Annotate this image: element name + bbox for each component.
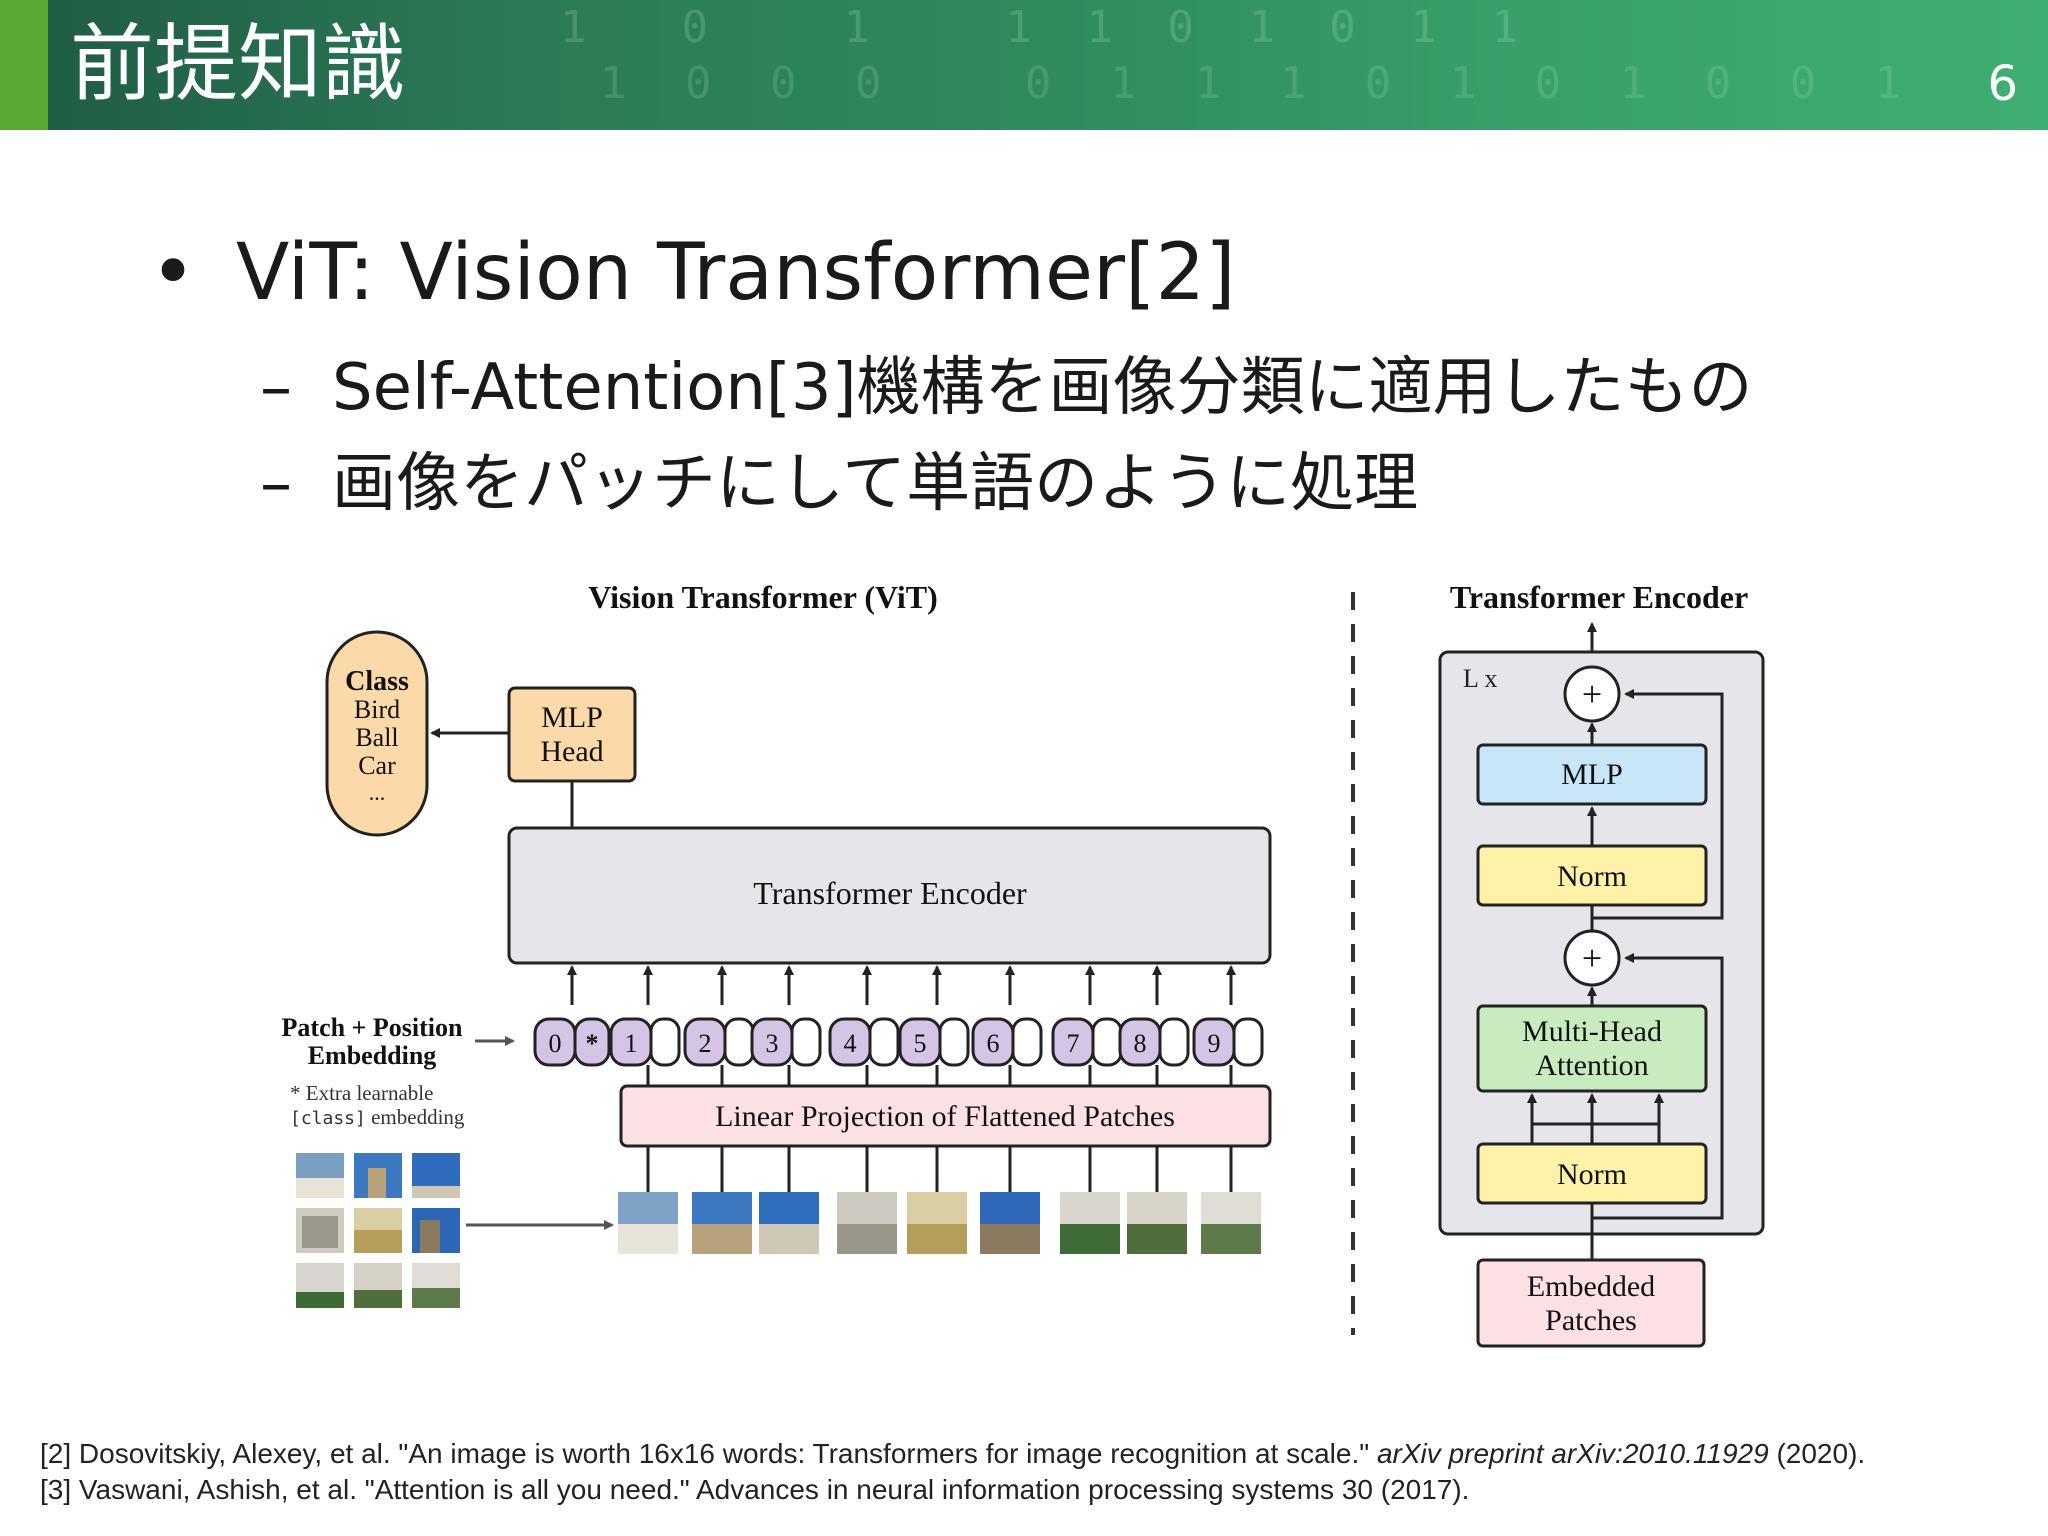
token-label: 2 <box>699 1029 712 1058</box>
slide-title: 前提知識 <box>70 15 407 113</box>
class-item-more: ... <box>369 780 386 805</box>
flattened-patch-detail <box>692 1224 752 1254</box>
transformer-encoder-box <box>507 826 1272 965</box>
flattened-patch-detail <box>1060 1224 1120 1254</box>
flattened-patch-detail <box>1127 1224 1187 1254</box>
grid-patch-building <box>296 1178 344 1198</box>
reference-3: [3] Vaswani, Ashish, et al. "Attention i… <box>40 1474 1470 1505</box>
patch-embedding <box>868 1017 900 1067</box>
transformer-encoder-label: Transformer Encoder <box>753 875 1027 911</box>
bullet-sub-1-text: Self-Attention[3]機構を画像分類に適用したもの <box>332 351 1753 425</box>
patch-embedding <box>1091 1017 1123 1067</box>
patch-position-line1: Patch + Position <box>282 1013 463 1042</box>
mlp-block-label: MLP <box>1561 758 1623 791</box>
flattened-patch-detail <box>907 1224 967 1254</box>
token-group: 0 * 1 2 3 4 5 6 7 8 9 <box>533 1017 1264 1067</box>
bullet-sub-2: –画像をパッチにして単語のように処理 <box>260 432 1418 524</box>
page-number: 6 <box>1987 56 2018 112</box>
bullet-sub-2-text: 画像をパッチにして単語のように処理 <box>332 447 1419 521</box>
class-token-marker: * <box>586 1029 599 1058</box>
patch-embedding <box>1011 1017 1043 1067</box>
mlp-block <box>1476 743 1708 806</box>
header-binary-decoration: 1 0 1 1 1 0 1 0 1 1 <box>560 2 1532 53</box>
patch-embedding <box>1158 1017 1190 1067</box>
norm-block-bottom-label: Norm <box>1557 1158 1627 1191</box>
flattened-patch-detail <box>759 1224 819 1254</box>
flattened-patch-detail <box>980 1224 1040 1254</box>
mha-line2: Attention <box>1535 1049 1648 1082</box>
token-label: 9 <box>1208 1029 1221 1058</box>
class-token-embedding <box>573 1017 611 1067</box>
token-label: 6 <box>987 1029 1000 1058</box>
references: [2] Dosovitskiy, Alexey, et al. "An imag… <box>40 1436 1865 1508</box>
token-arrows <box>567 965 1236 1005</box>
token-label: 0 <box>549 1029 562 1058</box>
flattened-patch-detail <box>837 1224 897 1254</box>
slide-header: 1 0 1 1 1 0 1 0 1 1 1 0 0 0 0 1 1 1 0 1 … <box>0 0 2048 130</box>
patch-embedding <box>723 1017 755 1067</box>
patch-position-line2: Embedding <box>308 1041 437 1070</box>
grid-patch-building <box>412 1288 460 1308</box>
lx-label: L x <box>1463 664 1497 693</box>
mha-line1: Multi-Head <box>1522 1015 1662 1048</box>
residual-connection-bottom <box>1592 953 1724 1220</box>
linear-projection-label: Linear Projection of Flattened Patches <box>715 1100 1175 1133</box>
bullet-main: • ViT: Vision Transformer[2] <box>150 228 1236 318</box>
flattened-patch-detail <box>618 1224 678 1254</box>
norm-block-top-label: Norm <box>1557 860 1627 893</box>
class-item-ball: Ball <box>355 723 398 752</box>
bullet-main-text: ViT: Vision Transformer[2] <box>236 228 1236 318</box>
flattened-patch-detail <box>1201 1224 1261 1254</box>
class-item-car: Car <box>358 751 396 780</box>
grid-patch-building <box>412 1186 460 1198</box>
class-box <box>325 630 429 837</box>
class-label: Class <box>345 666 409 697</box>
patch-embedding <box>790 1017 822 1067</box>
bullet-dot: • <box>150 228 197 318</box>
embedded-patches-line1: Embedded <box>1527 1270 1655 1303</box>
header-binary-decoration-2: 1 0 0 0 0 1 1 1 0 1 0 1 0 0 1 <box>600 58 1918 109</box>
linear-projection-box <box>619 1084 1272 1148</box>
token-label: 7 <box>1067 1029 1080 1058</box>
image-patch-grid <box>296 1153 460 1308</box>
class-embedding-note: [class] embedding <box>290 1105 465 1129</box>
encoder-diagram-title: Transformer Encoder <box>1450 579 1748 615</box>
residual-connection-top <box>1592 689 1724 920</box>
flattened-patch-strip <box>618 1192 1261 1254</box>
grid-patch-building <box>368 1168 386 1198</box>
grid-patch-building <box>296 1292 344 1308</box>
add-node-top-symbol: + <box>1582 674 1602 714</box>
token-label: 3 <box>766 1029 779 1058</box>
class-item-bird: Bird <box>354 695 400 724</box>
bullet-dash: – <box>260 447 292 521</box>
add-node-mid-symbol: + <box>1582 938 1602 978</box>
vit-diagram-title: Vision Transformer (ViT) <box>588 579 938 615</box>
add-node-mid <box>1563 929 1621 987</box>
token-label: 1 <box>625 1029 638 1058</box>
token-label: 8 <box>1134 1029 1147 1058</box>
header-accent-bar <box>0 0 48 130</box>
token-label: 4 <box>844 1029 857 1058</box>
bullet-sub-1: –Self-Attention[3]機構を画像分類に適用したもの <box>260 336 1753 428</box>
grid-patch-building <box>354 1290 402 1308</box>
add-node-top <box>1563 665 1621 723</box>
patch-embedding <box>1232 1017 1264 1067</box>
patch-embedding <box>938 1017 970 1067</box>
multi-head-attention-block <box>1476 1004 1708 1093</box>
embedded-patches-line2: Patches <box>1545 1304 1637 1337</box>
grid-patch-building <box>354 1230 402 1253</box>
grid-patch-building <box>420 1220 440 1253</box>
bullet-dash: – <box>260 351 292 425</box>
extra-learnable-note: * Extra learnable <box>290 1081 433 1105</box>
grid-patch-building <box>302 1216 338 1248</box>
mlp-head-line2: Head <box>540 735 603 768</box>
mlp-head-line1: MLP <box>541 701 603 734</box>
patch-embedding <box>649 1017 681 1067</box>
embedded-patches-box <box>1476 1258 1706 1348</box>
reference-2: [2] Dosovitskiy, Alexey, et al. "An imag… <box>40 1438 1866 1469</box>
token-label: 5 <box>914 1029 927 1058</box>
projection-lines <box>646 1065 1233 1192</box>
